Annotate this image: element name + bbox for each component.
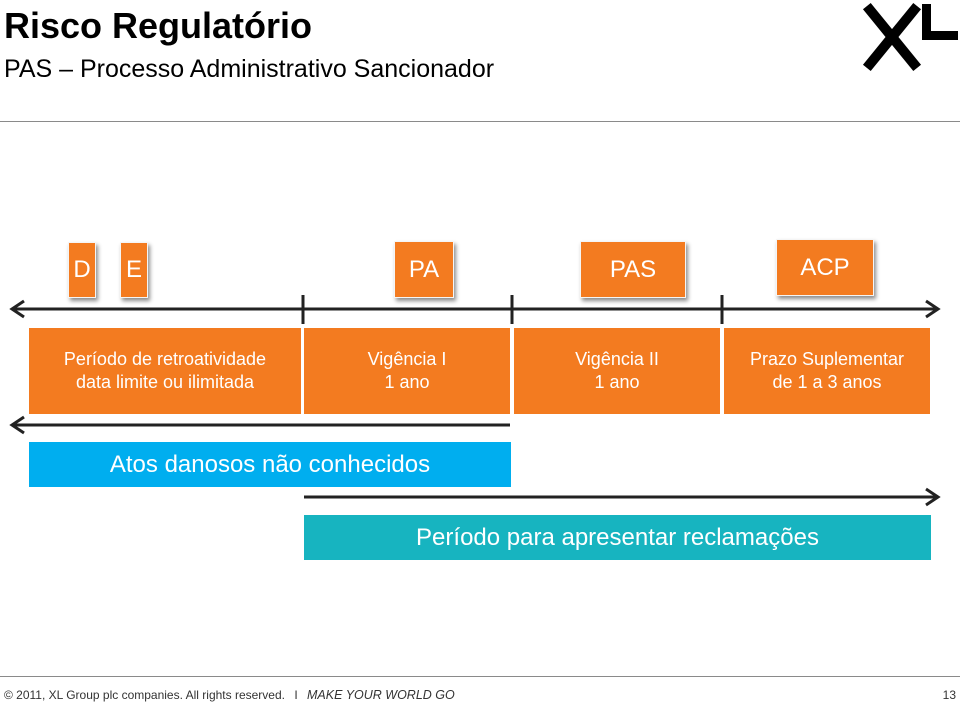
phase-retroatividade: Período de retroatividade data limite ou… xyxy=(29,328,301,414)
slide-title: Risco Regulatório xyxy=(4,5,313,46)
tag-acp: ACP xyxy=(776,239,874,296)
tag-pas: PAS xyxy=(580,241,686,298)
phase-vig1-line1: Vigência I xyxy=(367,349,447,369)
footer-copyright: © 2011, XL Group plc companies. All righ… xyxy=(4,688,285,702)
right-arrow xyxy=(304,487,941,507)
timeline-arrow xyxy=(9,295,941,324)
footer: © 2011, XL Group plc companies. All righ… xyxy=(4,688,455,702)
xl-logo-icon xyxy=(862,2,958,72)
phase-retro-line1: Período de retroatividade xyxy=(63,349,267,369)
tag-e: E xyxy=(120,242,148,298)
footer-separator: I xyxy=(294,688,298,702)
slide-subtitle: PAS – Processo Administrativo Sancionado… xyxy=(4,55,495,83)
bar-periodo-reclamacoes: Período para apresentar reclamações xyxy=(304,515,931,560)
phase-retro-line2: data limite ou ilimitada xyxy=(75,372,255,392)
tag-d: D xyxy=(68,242,96,298)
footer-slogan: MAKE YOUR WORLD GO xyxy=(307,688,455,702)
left-arrow xyxy=(9,415,510,435)
page-number: 13 xyxy=(942,688,956,702)
phase-vigencia-2: Vigência II 1 ano xyxy=(514,328,720,414)
phase-vig1-line2: 1 ano xyxy=(384,372,430,392)
phase-vig2-line1: Vigência II xyxy=(575,349,659,369)
footer-divider xyxy=(0,676,960,677)
phase-prazo-line1: Prazo Suplementar xyxy=(749,349,905,369)
phase-prazo-suplementar: Prazo Suplementar de 1 a 3 anos xyxy=(724,328,930,414)
phase-vig2-line2: 1 ano xyxy=(594,372,640,392)
phase-prazo-line2: de 1 a 3 anos xyxy=(772,372,882,392)
phase-vigencia-1: Vigência I 1 ano xyxy=(304,328,510,414)
header-divider xyxy=(0,121,960,122)
tag-pa: PA xyxy=(394,241,454,298)
bar-atos-danosos: Atos danosos não conhecidos xyxy=(29,442,511,487)
